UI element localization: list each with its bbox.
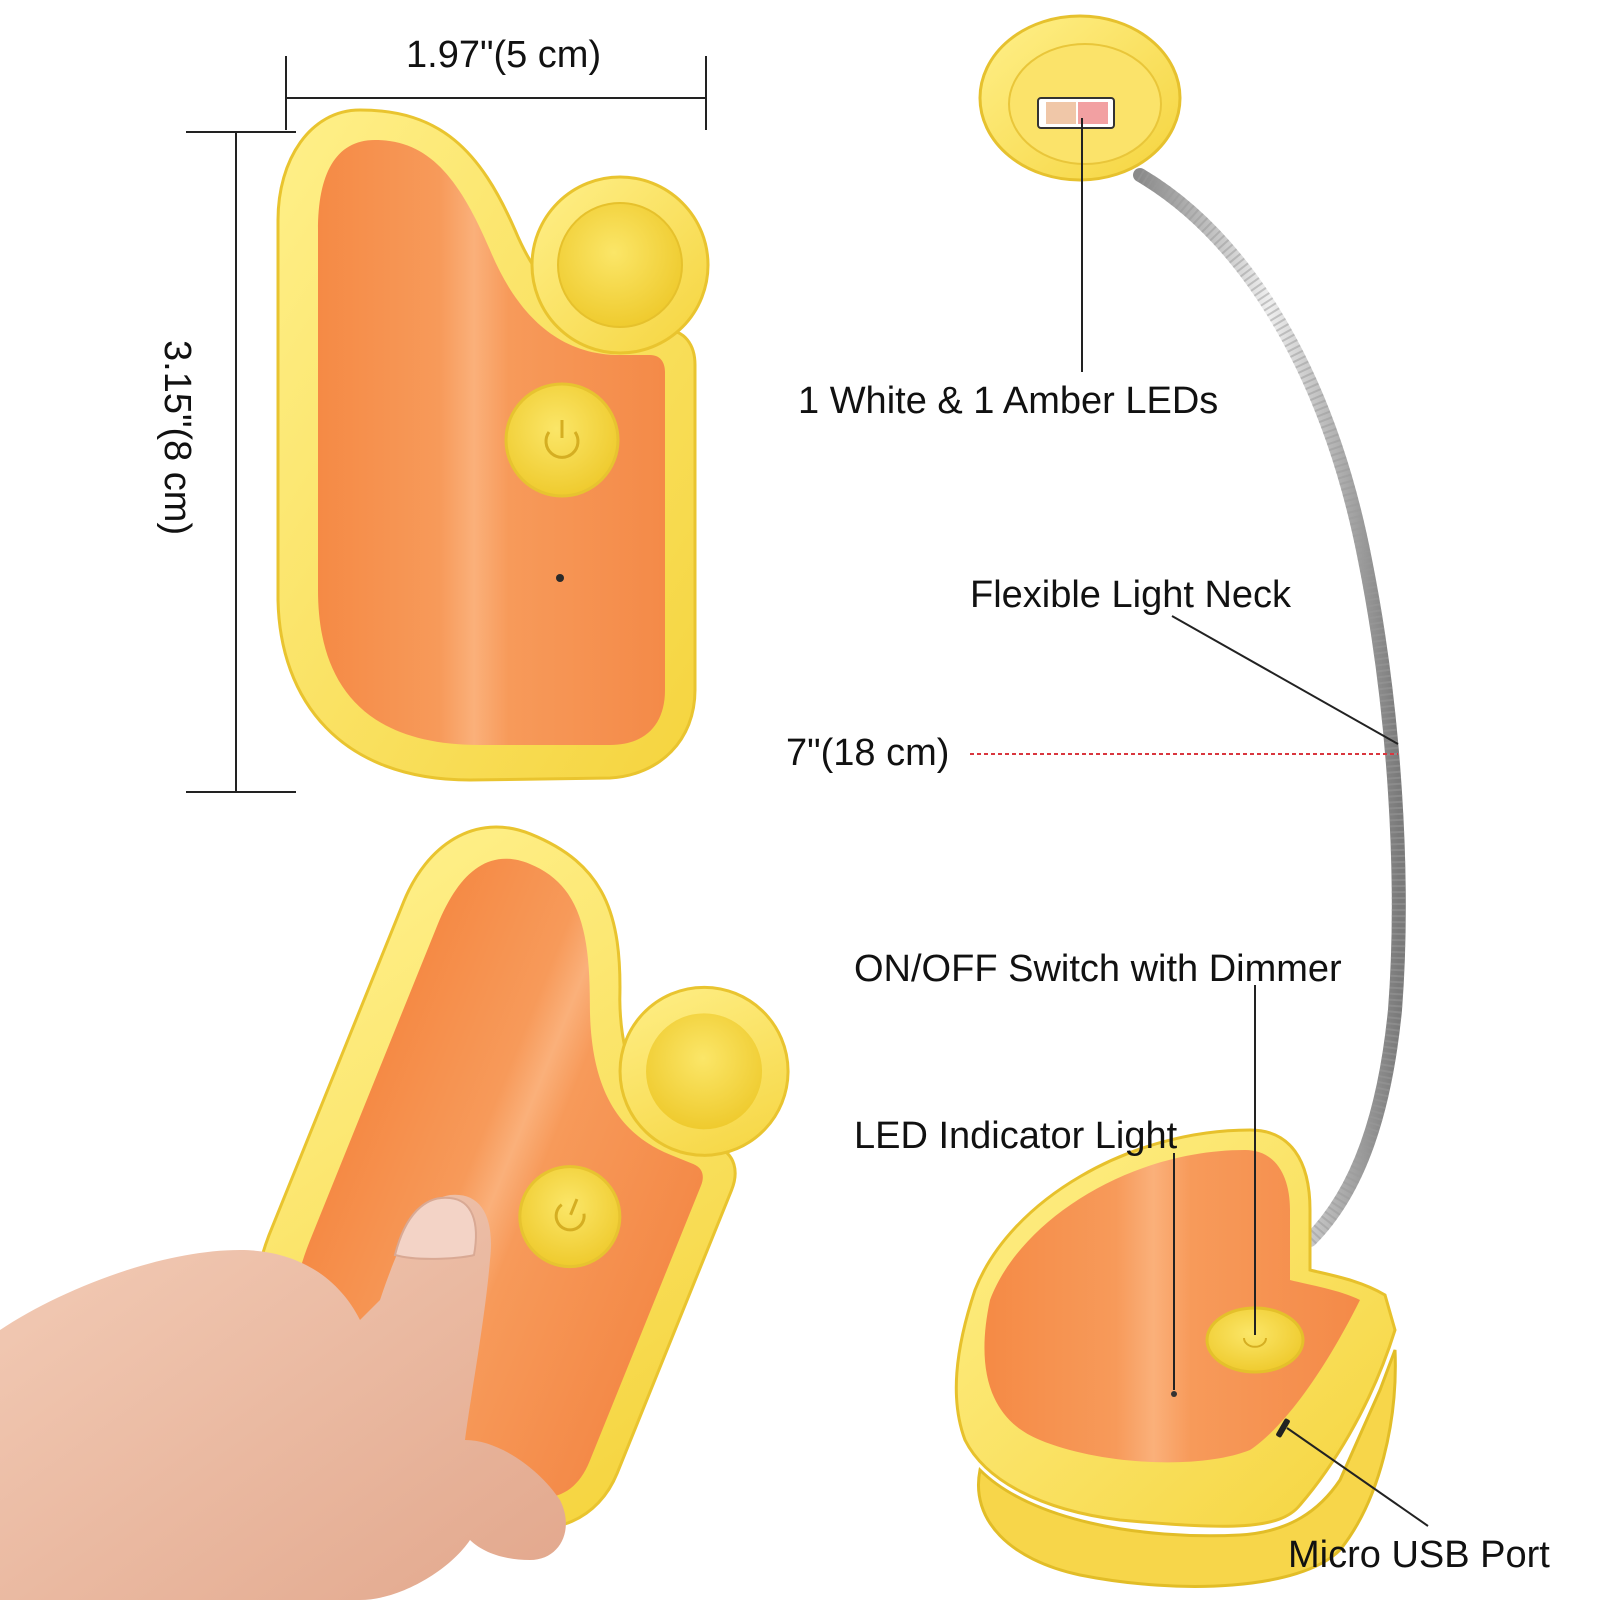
- callout-neck: Flexible Light Neck: [970, 574, 1292, 616]
- callout-usb: Micro USB Port: [1288, 1534, 1550, 1576]
- thumbnail: [393, 1196, 477, 1260]
- power-icon: [544, 420, 580, 459]
- usb-port: [1276, 1418, 1290, 1438]
- held-lamp-head-inner: [646, 1013, 763, 1130]
- front-view: [276, 108, 710, 782]
- lamp-side-view: [954, 14, 1406, 1588]
- held-power-button: [518, 1165, 622, 1269]
- height-dimension-label: 3.15"(8 cm): [156, 340, 198, 536]
- hand: [0, 1194, 566, 1600]
- gooseneck: [1133, 168, 1406, 1247]
- held-power-icon: [554, 1198, 586, 1232]
- dimension-lines: [186, 56, 707, 793]
- indicator-dot: [556, 574, 564, 582]
- neck-length-label: 7"(18 cm): [786, 732, 950, 774]
- clip-orange-top: [984, 1150, 1360, 1463]
- callout-lines: [1081, 118, 1429, 1527]
- lamp-head-inner: [557, 202, 683, 328]
- side-indicator-dot: [1171, 1391, 1177, 1397]
- callout-leds: 1 White & 1 Amber LEDs: [798, 380, 1219, 422]
- front-orange-body: [318, 140, 665, 745]
- clip-jaw: [977, 1349, 1397, 1588]
- callout-indicator: LED Indicator Light: [854, 1115, 1178, 1157]
- width-dimension-label: 1.97"(5 cm): [406, 34, 602, 76]
- power-button: [504, 382, 620, 498]
- callout-switch: ON/OFF Switch with Dimmer: [854, 948, 1342, 990]
